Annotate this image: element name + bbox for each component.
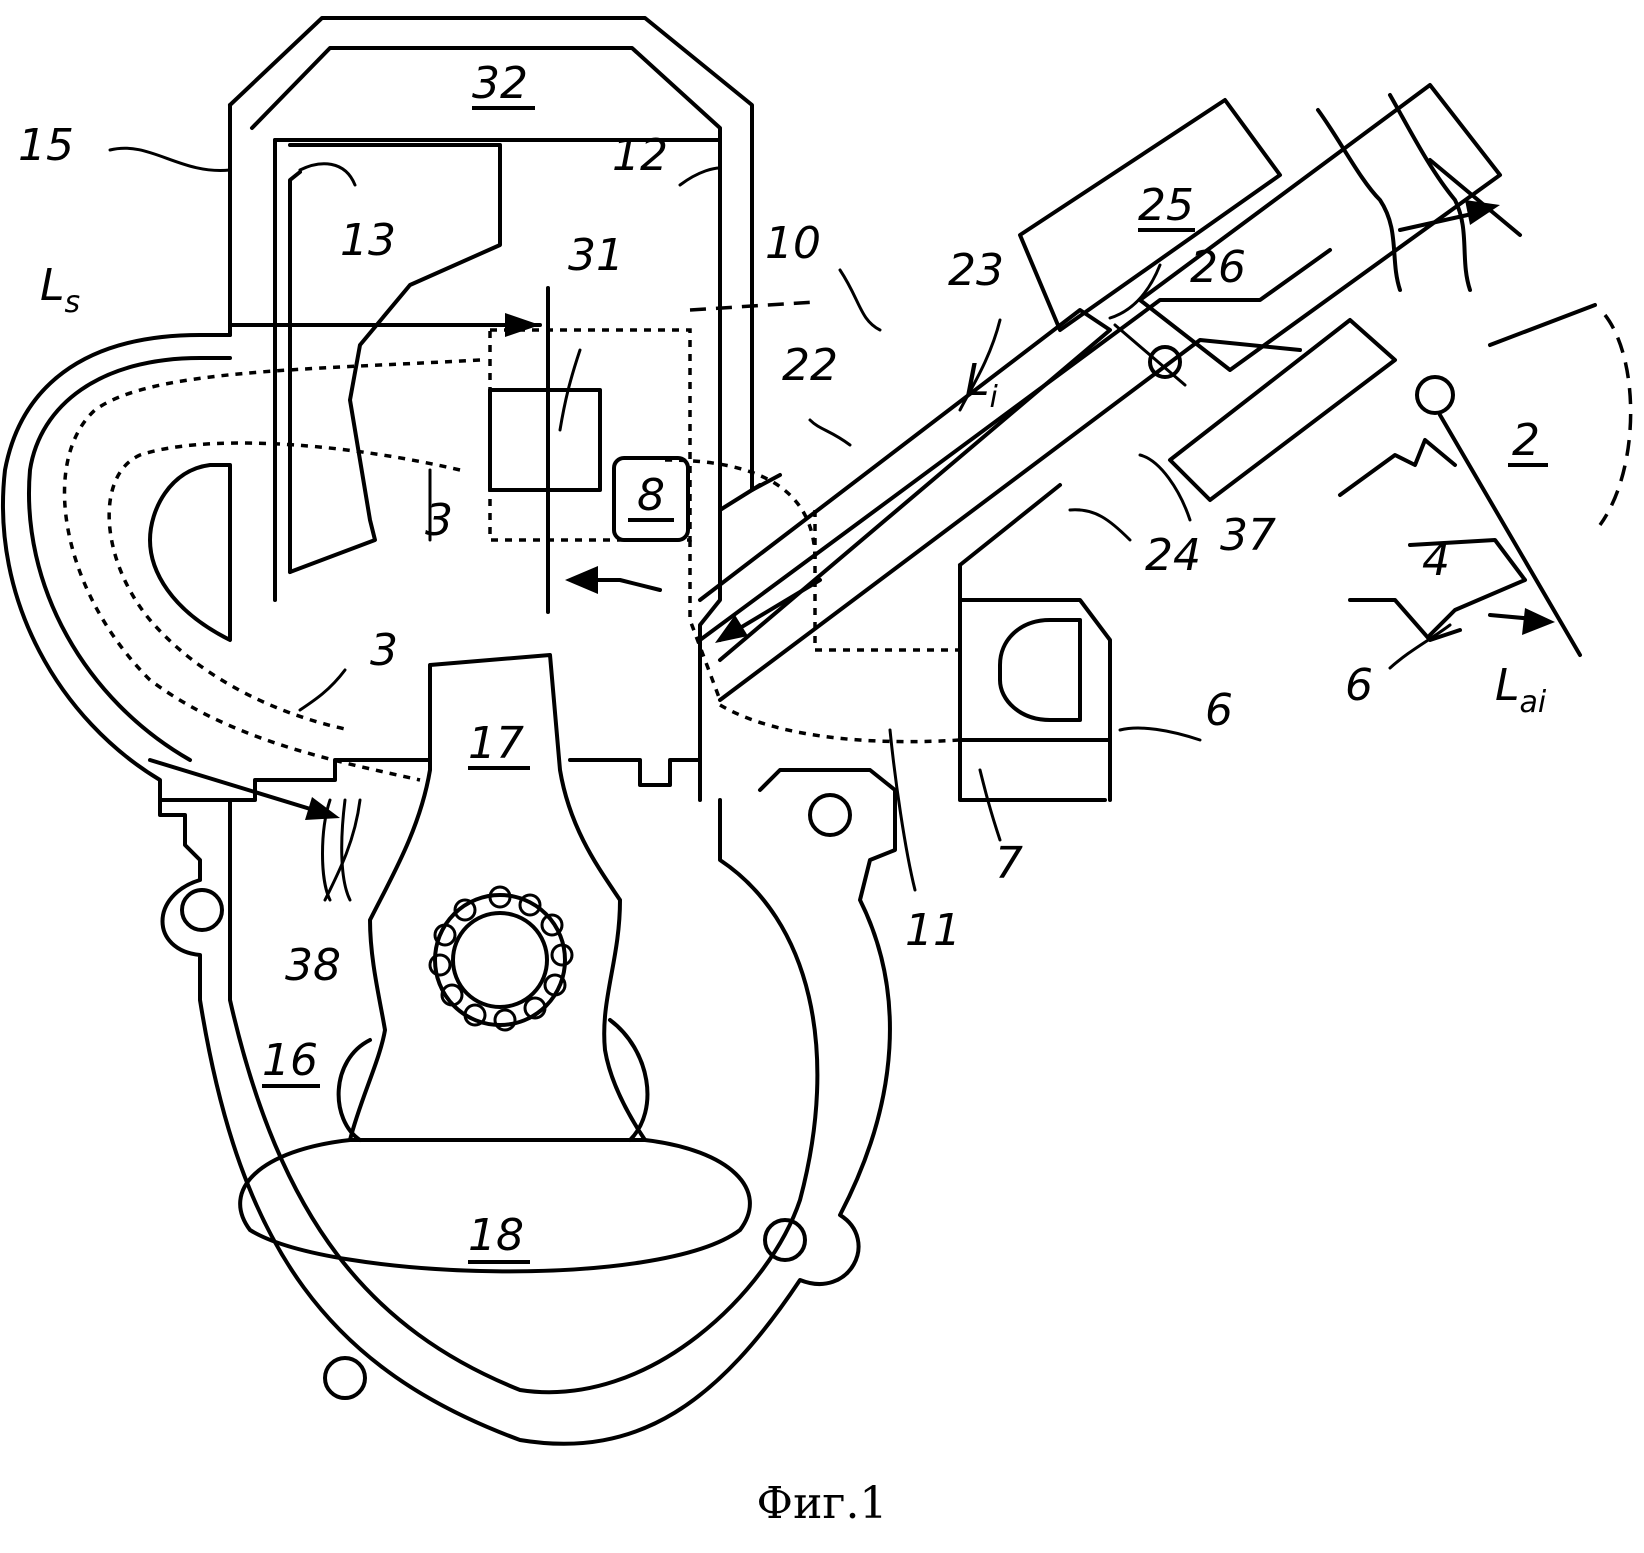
transfer-channel-loop <box>0 333 481 802</box>
label-3-lower: 3 <box>370 625 398 676</box>
cylinder-bore <box>288 143 762 802</box>
label-13: 13 <box>340 215 396 266</box>
label-10: 10 <box>765 218 821 269</box>
label-Ls: Ls <box>40 260 80 320</box>
valve-pivot <box>1148 345 1182 379</box>
label-31: 31 <box>568 230 624 281</box>
part-8-box <box>612 456 690 542</box>
label-26: 26 <box>1190 242 1246 293</box>
internal-chamber <box>488 286 817 701</box>
label-Li: Li <box>965 355 999 415</box>
label-25: 25 <box>1138 180 1194 231</box>
label-11: 11 <box>905 905 961 956</box>
label-22: 22 <box>782 340 838 391</box>
leader-lines <box>108 146 1452 902</box>
label-32: 32 <box>472 58 528 109</box>
label-12: 12 <box>612 130 668 181</box>
crankcase <box>158 758 897 1446</box>
label-7: 7 <box>995 838 1023 889</box>
label-16: 16 <box>262 1035 318 1086</box>
mounting-hole <box>763 1218 807 1262</box>
label-23: 23 <box>948 245 1004 296</box>
mounting-hole <box>808 793 852 837</box>
flow-arrows <box>148 200 1555 820</box>
label-18: 18 <box>468 1210 524 1261</box>
mounting-hole <box>323 1356 367 1400</box>
label-Lai: Lai <box>1495 660 1547 720</box>
label-2: 2 <box>1512 415 1540 466</box>
intake-tract <box>698 83 1522 802</box>
label-3-upper: 3 <box>425 495 453 546</box>
crankpin-bearing <box>433 893 567 1027</box>
air-filter-element <box>1338 303 1633 657</box>
label-8: 8 <box>637 470 665 521</box>
reference-labels: 15 32 12 13 31 10 Ls 3 3 8 22 23 25 26 L… <box>18 58 1548 1264</box>
label-6-right: 6 <box>1345 660 1373 711</box>
label-38: 38 <box>285 940 341 991</box>
figure-caption: Фиг.1 <box>756 1478 888 1529</box>
label-17: 17 <box>468 718 524 769</box>
connecting-rod <box>238 653 752 1274</box>
label-15: 15 <box>18 120 74 171</box>
label-4: 4 <box>1422 535 1450 586</box>
label-6-mid: 6 <box>1205 685 1233 736</box>
mounting-hole <box>180 888 224 932</box>
label-37: 37 <box>1220 510 1276 561</box>
label-24: 24 <box>1145 530 1201 581</box>
